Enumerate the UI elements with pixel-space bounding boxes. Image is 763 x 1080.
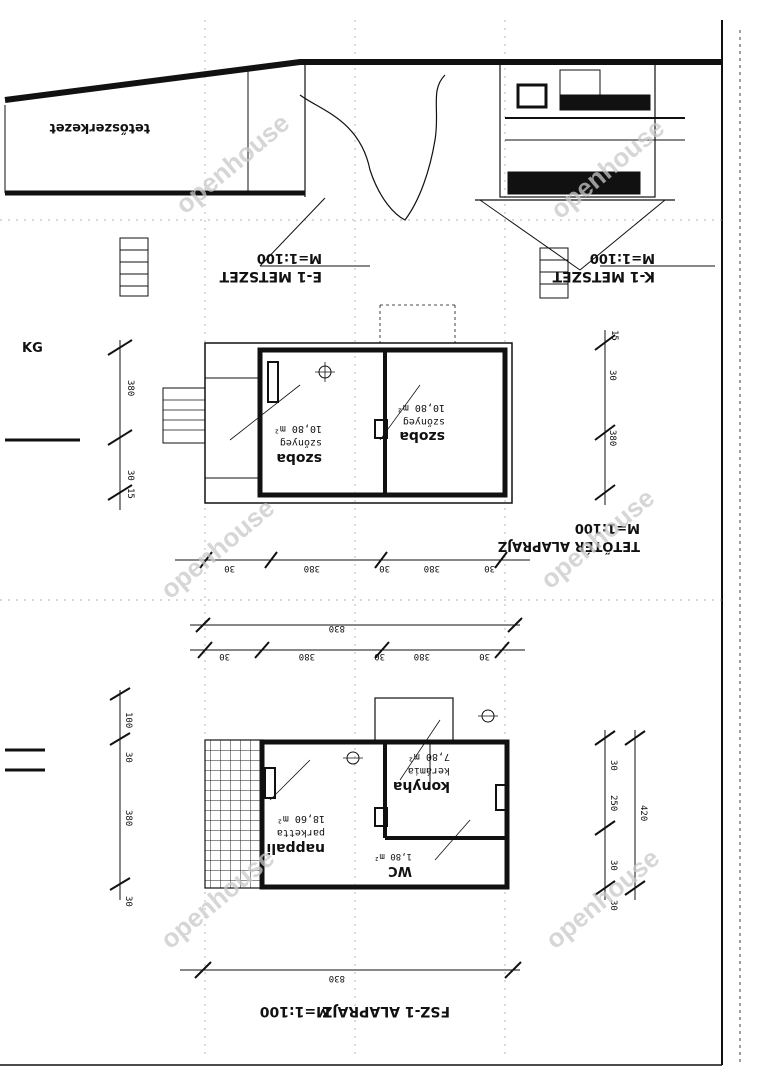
upper-dim-h-1: 380 — [304, 563, 320, 573]
section-elevations — [4, 59, 722, 299]
watermark-1: openhouse — [170, 107, 296, 219]
ground-room-2-area: 7,80 m² — [408, 751, 450, 762]
upper-room-2-area: 10,80 m² — [397, 402, 445, 413]
ground-room-1-area: 18,60 m² — [277, 813, 325, 824]
ground-dim-ticks — [109, 617, 646, 979]
ground-dim-h-0: 30 — [219, 651, 230, 661]
upper-dim-v-0: 15 — [125, 488, 135, 499]
ground-room-2-name: konyha — [393, 778, 450, 794]
ground-dim-v-0: 100 — [123, 712, 133, 728]
ground-dim-v-2: 380 — [123, 810, 133, 826]
ground-dim-vr-0: 30 — [608, 760, 618, 771]
upper-room-1-name: szoba — [276, 450, 322, 466]
watermark-6: openhouse — [540, 842, 666, 954]
ground-dim-v-1: 30 — [123, 752, 133, 763]
ground-room-2-sub: kerámia — [408, 765, 450, 777]
ground-dim-bottom: 830 — [329, 973, 345, 983]
upper-scale: M=1:100 — [575, 520, 640, 535]
upper-dim-ticks — [107, 334, 616, 569]
upper-room-1-sub: szőnyeg — [280, 437, 322, 449]
ground-room-1-name: nappali — [266, 840, 325, 856]
ground-room-3-name: WC — [388, 863, 412, 878]
upper-dim-v-2: 380 — [125, 380, 135, 396]
ground-dim-h-2: 30 — [374, 651, 385, 661]
ground-dim-top: 830 — [329, 623, 345, 633]
construction-lines — [0, 20, 722, 1060]
left-margin-marks — [5, 438, 80, 772]
upper-dim-h-2: 30 — [379, 563, 390, 573]
ground-dim-h-3: 380 — [414, 651, 430, 661]
elev-b-title: E-1 METSZET — [219, 268, 322, 284]
ground-room-living: nappali parketta 18,60 m² — [266, 813, 325, 856]
upper-dim-vr-1: 30 — [607, 370, 617, 381]
upper-room-2: szoba szőnyeg 10,80 m² — [397, 402, 445, 444]
elev-a-scale: M=1:100 — [590, 250, 655, 265]
upper-floor-plan — [119, 304, 606, 561]
ground-room-kitchen: konyha kerámia 7,80 m² — [393, 751, 450, 794]
upper-room-1-area: 10,80 m² — [274, 423, 322, 434]
ground-dim-vr-1: 250 — [608, 795, 618, 811]
upper-dim-vr-0: 15 — [609, 330, 619, 341]
ground-title: FSZ-1 ALAPRAJZ — [322, 1003, 450, 1019]
upper-dim-vr-2: 380 — [607, 430, 617, 446]
watermark-3: openhouse — [155, 492, 281, 604]
upper-room-1: szoba szőnyeg 10,80 m² — [274, 423, 322, 466]
elev-note: tetőszerkezet — [50, 120, 150, 135]
ground-scale: M=1:100 — [260, 1003, 330, 1019]
upper-room-2-name: szoba — [399, 428, 445, 444]
ground-dim-vr-3: 30 — [608, 900, 618, 911]
sheet-border — [0, 20, 741, 1066]
ground-room-wc: WC 1,80 m² — [374, 851, 412, 878]
elev-a-title: K-1 METSZET — [552, 268, 655, 284]
upper-dim-h-0: 30 — [224, 563, 235, 573]
upper-title: TETŐTÉR ALAPRAJZ — [498, 538, 640, 554]
ground-room-1-sub: parketta — [277, 827, 325, 838]
upper-room-2-sub: szőnyeg — [403, 416, 445, 428]
ground-dim-h-4: 30 — [479, 651, 490, 661]
upper-dim-v-1: 30 — [125, 470, 135, 481]
ground-floor-plan — [119, 624, 636, 971]
left-tag: KG — [22, 341, 43, 356]
elev-b-scale: M=1:100 — [257, 250, 322, 265]
ground-dim-h-1: 380 — [299, 651, 315, 661]
upper-dim-h-4: 30 — [484, 563, 495, 573]
watermark-2: openhouse — [545, 112, 671, 224]
ground-dim-vr-2: 30 — [608, 860, 618, 871]
ground-dim-v-3: 30 — [123, 896, 133, 907]
upper-dim-h-3: 380 — [424, 563, 440, 573]
ground-room-3-area: 1,80 m² — [374, 851, 412, 861]
ground-dim-vr-4: 420 — [638, 805, 648, 821]
